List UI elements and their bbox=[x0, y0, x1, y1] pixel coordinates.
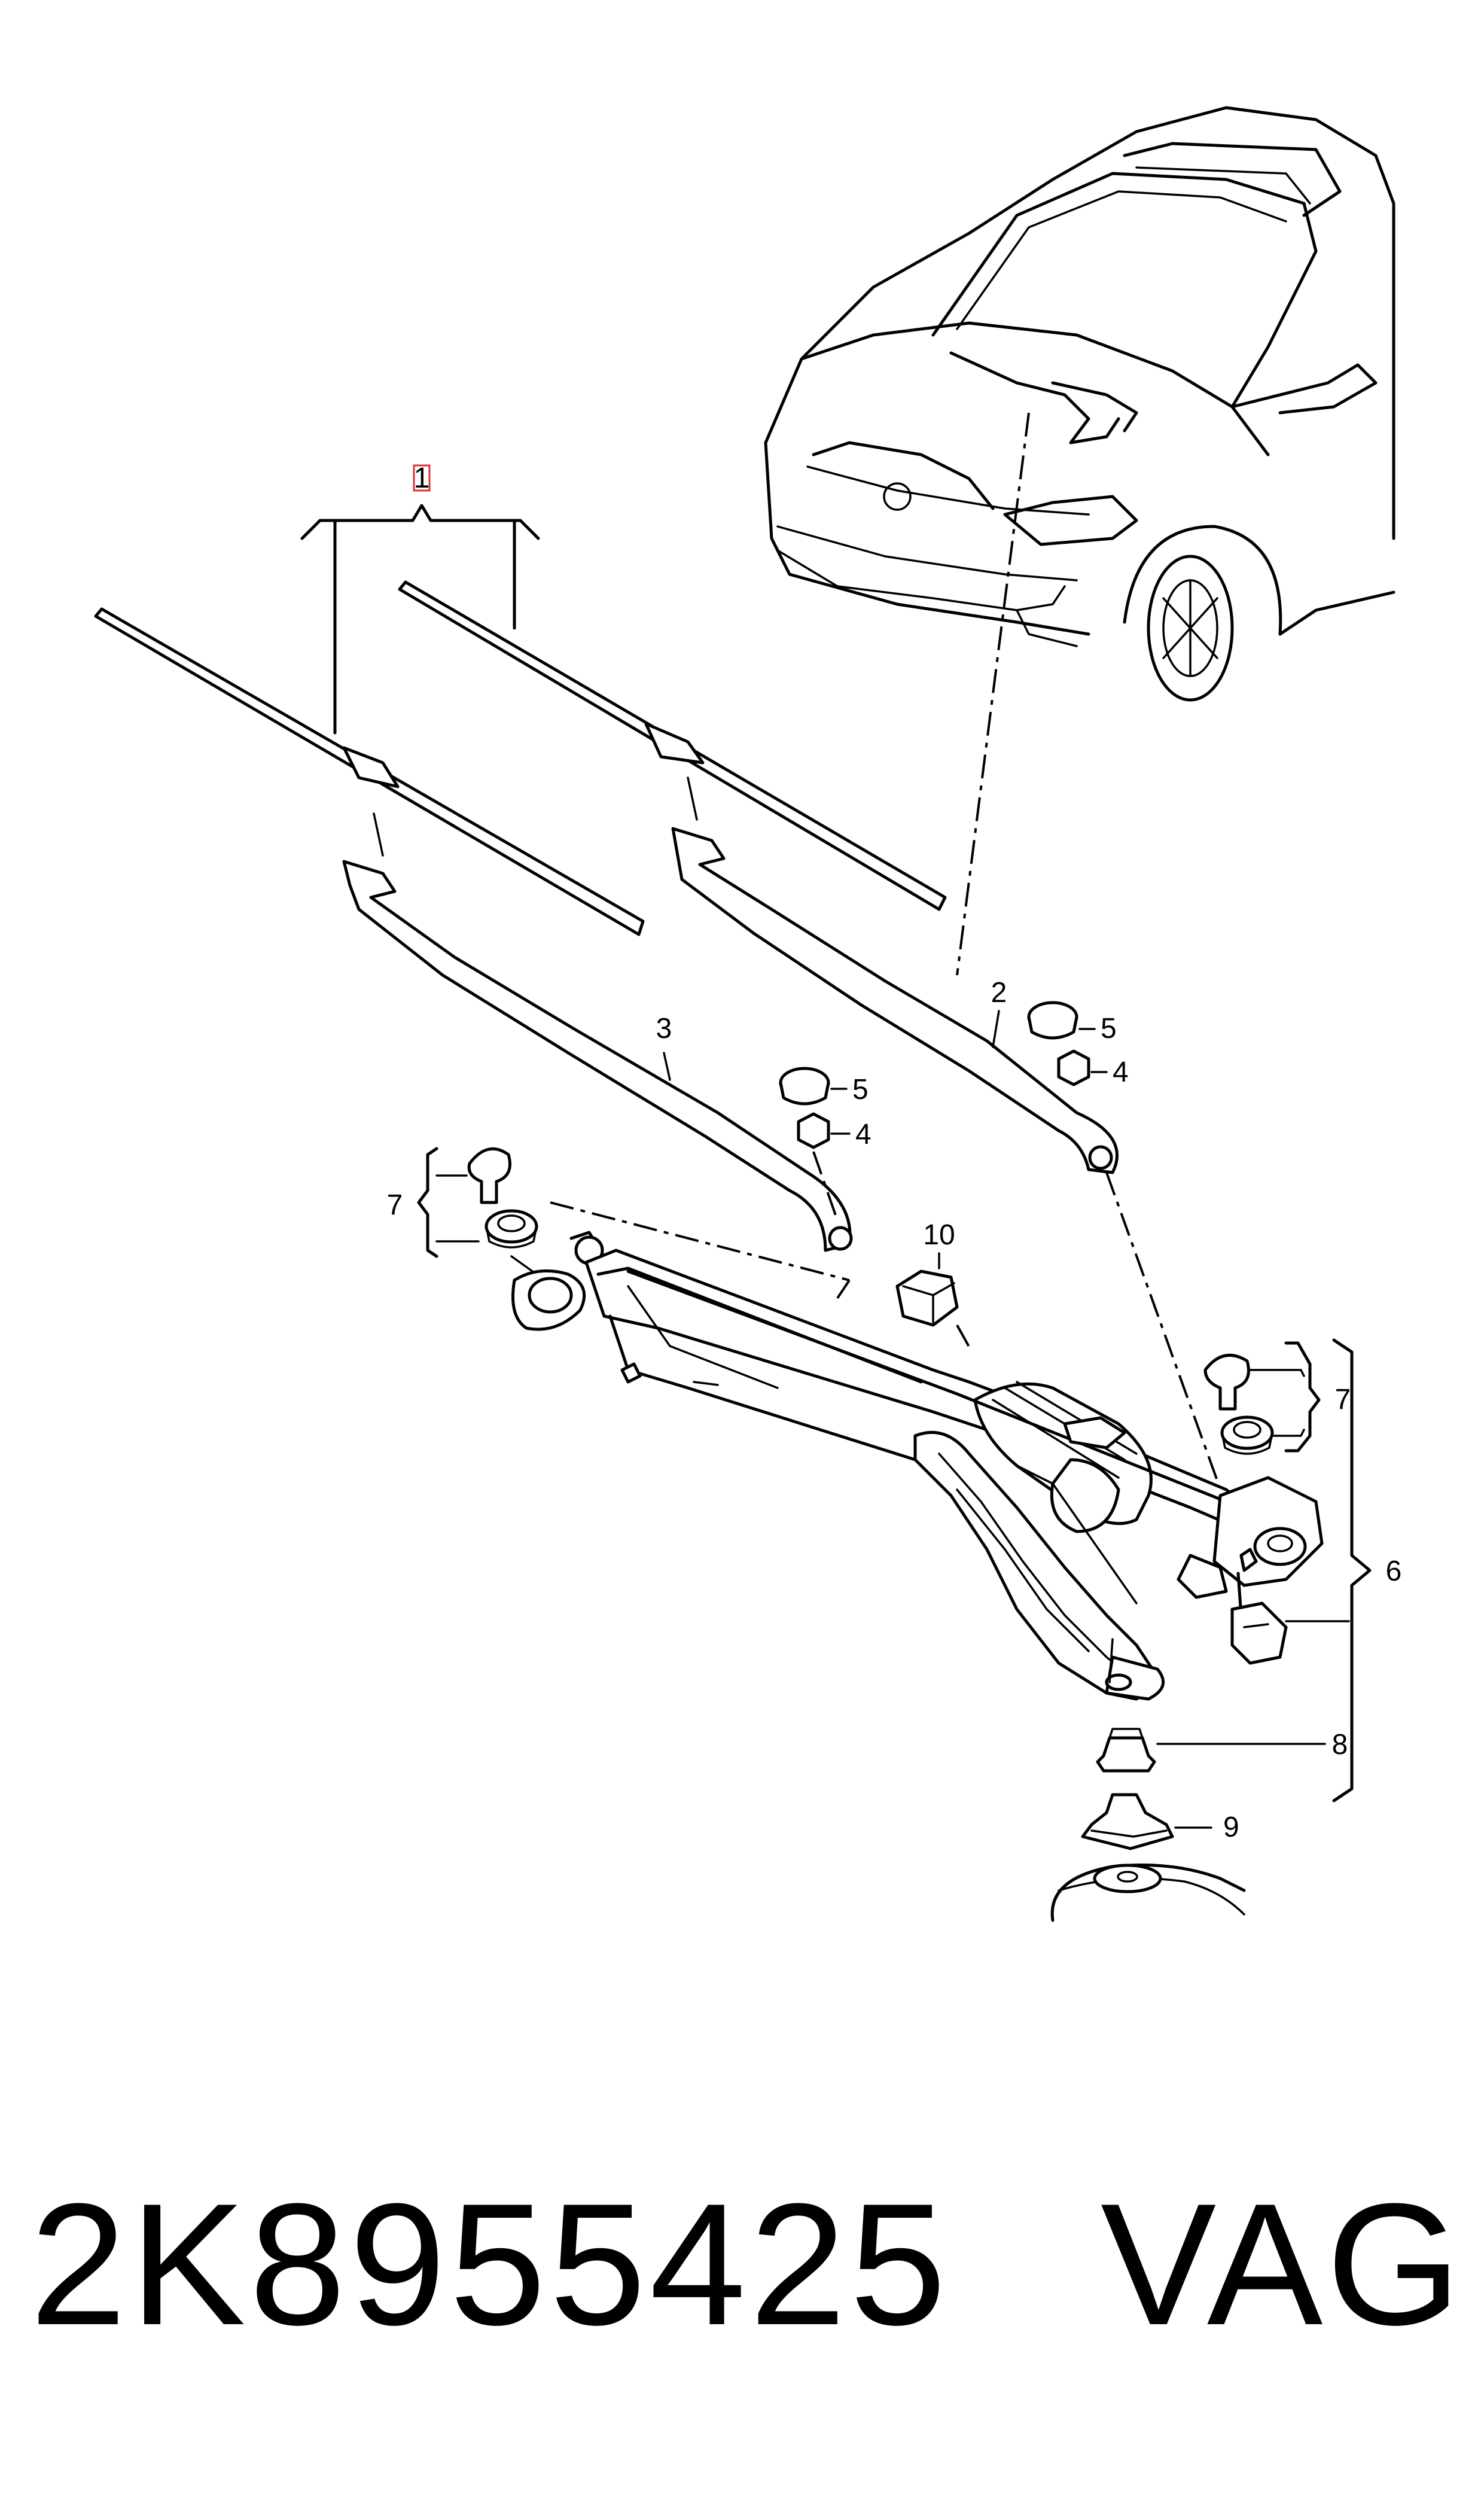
cap-5-right: 5 bbox=[1027, 1001, 1117, 1045]
callout-7-right: 7 bbox=[1335, 1384, 1351, 1415]
bushing-10: 10 bbox=[895, 1219, 973, 1353]
clip-8: 8 bbox=[1096, 1728, 1348, 1773]
callout-3: 3 bbox=[656, 1013, 672, 1045]
callout-5-right: 5 bbox=[1101, 1013, 1117, 1045]
callout-8: 8 bbox=[1332, 1729, 1348, 1761]
grommet-7-left: 7 bbox=[387, 1147, 554, 1287]
wiper-arm-2: 2 bbox=[671, 827, 1119, 1174]
nut-4-right: 4 bbox=[1057, 1049, 1129, 1088]
grommet-7-right: 7 bbox=[1203, 1341, 1351, 1455]
callout-10: 10 bbox=[923, 1219, 955, 1251]
callout-9: 9 bbox=[1223, 1811, 1239, 1843]
wiper-blade-right bbox=[398, 580, 947, 911]
callout-6: 6 bbox=[1386, 1555, 1402, 1587]
callout-5-left: 5 bbox=[852, 1074, 869, 1106]
brand-label: VAG bbox=[1101, 2167, 1465, 2361]
callout-4-right: 4 bbox=[1113, 1056, 1129, 1088]
callout-7-left: 7 bbox=[387, 1189, 403, 1221]
vehicle-illustration bbox=[764, 106, 1395, 702]
callout-2: 2 bbox=[991, 977, 1007, 1009]
mount-9: 9 bbox=[1050, 1793, 1246, 1922]
part-number-label: 2K8955425 bbox=[30, 2167, 950, 2361]
callout-1-group: 1 bbox=[300, 462, 540, 735]
highlight-box bbox=[413, 464, 431, 492]
wiper-arm-3: 3 bbox=[342, 860, 853, 1252]
wiper-linkage-assembly bbox=[511, 1231, 1324, 1701]
cap-5-left: 5 bbox=[779, 1067, 869, 1106]
wiper-blade-left bbox=[94, 607, 645, 936]
callout-1: 1 bbox=[414, 462, 430, 494]
callout-6-bracket: 6 bbox=[1285, 1338, 1402, 1803]
callout-4-left: 4 bbox=[855, 1119, 871, 1150]
nut-4-left: 4 bbox=[797, 1112, 871, 1221]
